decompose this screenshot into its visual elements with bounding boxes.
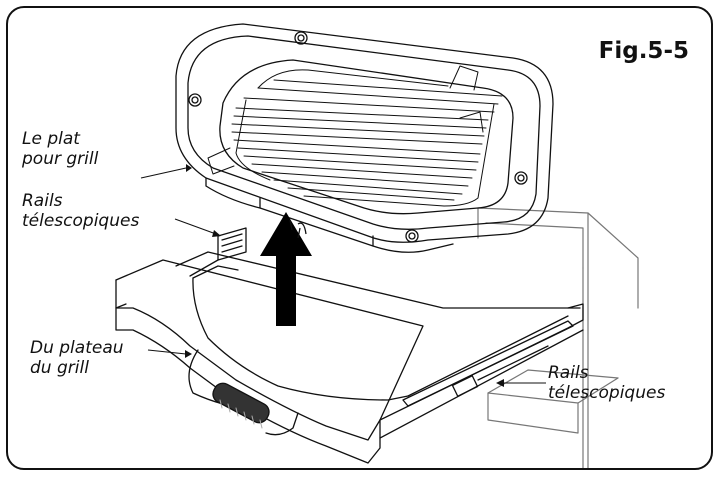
telescopic-rail-left — [189, 227, 247, 277]
label-grill-tray-line1: Du plateau — [30, 338, 124, 358]
label-rails-upper-line1: Rails — [22, 191, 63, 211]
label-rails-lower-line1: Rails — [548, 363, 589, 383]
lift-arrow — [260, 212, 312, 326]
leader-lines — [140, 164, 546, 387]
label-rails-lower: Rails télescopiques — [548, 363, 665, 403]
grill-rack — [207, 65, 503, 207]
figure-frame: Fig.5-5 Le plat pour grill Rails télesco… — [6, 6, 713, 470]
label-rails-upper: Rails télescopiques — [22, 191, 139, 231]
label-grill-pan: Le plat pour grill — [22, 129, 98, 169]
label-rails-lower-line2: télescopiques — [548, 383, 666, 403]
label-grill-tray: Du plateau du grill — [30, 338, 124, 378]
label-rails-upper-line2: télescopiques — [22, 211, 140, 231]
grill-illustration — [115, 23, 639, 468]
grill-tray-body — [115, 251, 584, 464]
label-grill-pan-line1: Le plat — [22, 129, 80, 149]
tray-handle — [188, 349, 299, 436]
label-grill-pan-line2: pour grill — [22, 149, 99, 169]
label-grill-tray-line2: du grill — [30, 358, 89, 378]
oven-cabinet — [477, 207, 639, 468]
motion-marks — [289, 219, 307, 239]
figure-number: Fig.5-5 — [598, 38, 689, 64]
